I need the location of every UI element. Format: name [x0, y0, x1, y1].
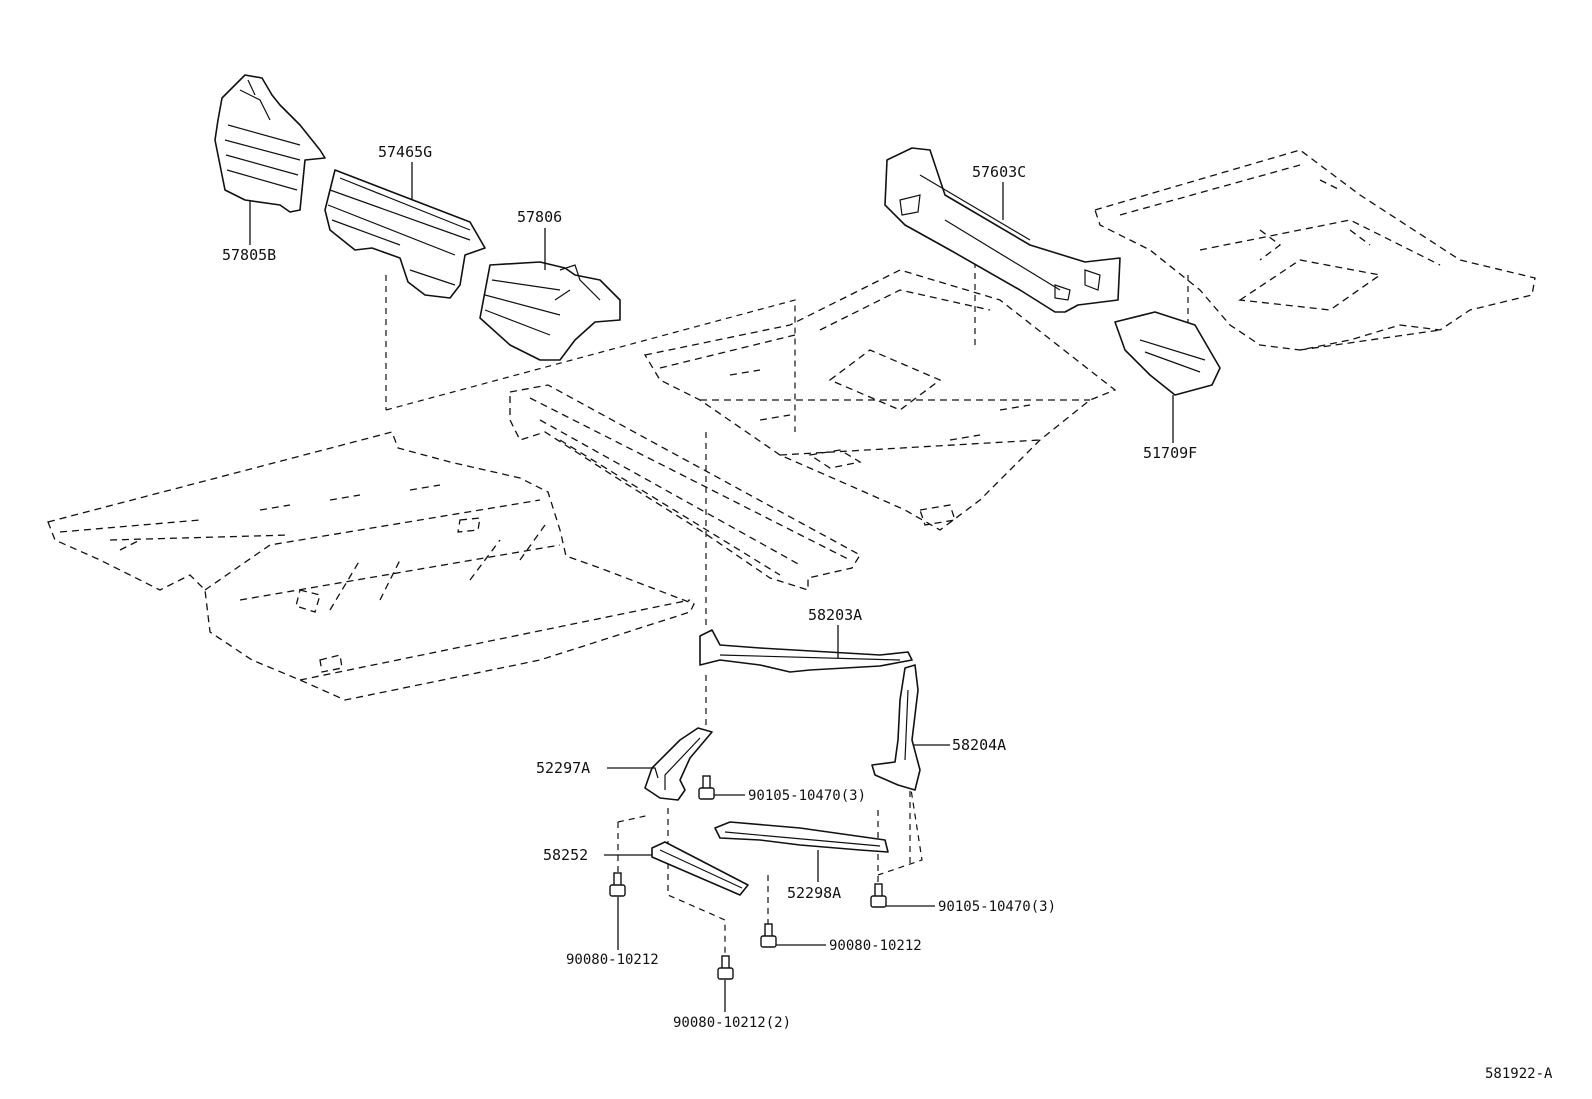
label-90080-middle: 90080-10212 — [829, 938, 922, 954]
leader-lines — [249, 162, 1174, 1012]
part-57465g — [324, 169, 486, 299]
part-52298a — [714, 821, 889, 853]
part-58204a — [871, 664, 921, 791]
center-tunnel-phantom — [509, 384, 861, 591]
label-57805b: 57805B — [222, 246, 276, 264]
label-51709f: 51709F — [1143, 444, 1197, 462]
label-90080-bottom: 90080-10212(2) — [673, 1015, 791, 1031]
label-90105-upper: 90105-10470(3) — [748, 788, 866, 804]
label-58203a: 58203A — [808, 606, 862, 624]
diagram-reference-code: 581922-A — [1485, 1066, 1553, 1082]
label-52297a: 52297A — [536, 759, 590, 777]
bolt-90080-left-icon — [609, 872, 626, 897]
part-58252 — [651, 841, 749, 896]
bolt-90080-bottom-icon — [717, 955, 734, 980]
bolt-90080-middle-icon — [760, 923, 777, 948]
part-51709f — [1114, 311, 1221, 396]
label-90080-left: 90080-10212 — [566, 952, 659, 968]
label-58252: 58252 — [543, 846, 588, 864]
part-57603c — [884, 147, 1121, 313]
part-58203a — [699, 629, 913, 673]
rear-floor-pan-phantom — [643, 269, 1117, 531]
part-57805b — [214, 74, 326, 213]
part-labels: 57805B 57465G 57806 57603C 51709F 58203A… — [222, 143, 1553, 1082]
label-57603c: 57603C — [972, 163, 1026, 181]
rear-floor-side-phantom — [1094, 149, 1536, 351]
label-57806: 57806 — [517, 208, 562, 226]
label-58204a: 58204A — [952, 736, 1006, 754]
label-90105-lower: 90105-10470(3) — [938, 899, 1056, 915]
label-52298a: 52298A — [787, 884, 841, 902]
part-52297a — [644, 727, 713, 801]
bolt-90105-upper-icon — [698, 775, 715, 800]
label-57465g: 57465G — [378, 143, 432, 161]
bolt-90105-lower-icon — [870, 883, 887, 908]
part-57806 — [479, 261, 621, 361]
front-floor-pan-phantom — [47, 431, 695, 701]
